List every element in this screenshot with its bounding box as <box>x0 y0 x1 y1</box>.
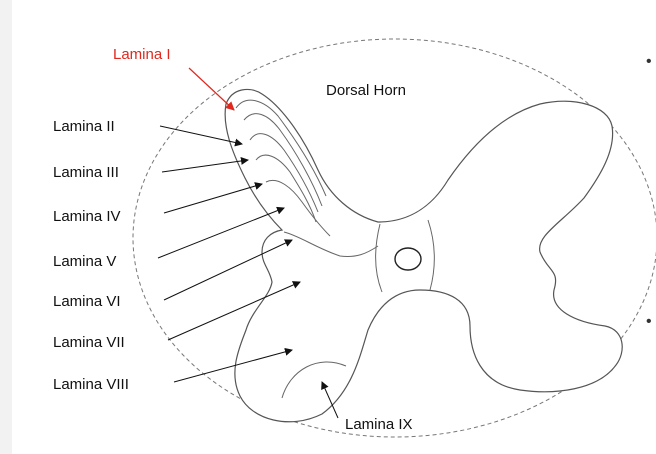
label-lamina-4: Lamina IV <box>53 208 121 225</box>
lamina-contour-2 <box>243 113 323 207</box>
arrow-lamina-1 <box>188 67 235 111</box>
arrow-lamina-8 <box>173 347 293 383</box>
lamina-contour-5 <box>265 180 331 237</box>
label-lamina-2: Lamina II <box>53 118 115 135</box>
diagram-title: Dorsal Horn <box>326 82 406 99</box>
label-lamina-3: Lamina III <box>53 164 119 181</box>
commissure-left <box>375 223 383 293</box>
label-lamina-6: Lamina VI <box>53 293 121 310</box>
arrow-lamina-5 <box>157 206 285 259</box>
label-lamina-7: Lamina VII <box>53 334 125 351</box>
label-lamina-8: Lamina VIII <box>53 376 129 393</box>
arrow-lamina-4 <box>163 182 263 214</box>
bullet-1: • <box>646 53 652 70</box>
lamina-contour-1 <box>235 99 327 197</box>
lamina-contour-3 <box>249 133 319 213</box>
commissure-right <box>427 219 435 291</box>
central-canal <box>394 247 422 271</box>
label-lamina-9: Lamina IX <box>345 416 413 433</box>
lamina-contour-6 <box>283 231 379 257</box>
bullet-2: • <box>646 313 652 330</box>
lamina-contour-4 <box>255 154 317 223</box>
arrow-lamina-7 <box>167 281 301 341</box>
arrow-lamina-3 <box>161 157 249 173</box>
lamina-ix-region <box>281 361 347 399</box>
arrow-lamina-2 <box>159 125 243 147</box>
arrow-lamina-6 <box>163 239 293 301</box>
grey-matter-outline <box>224 88 623 423</box>
arrow-lamina-9 <box>321 381 339 419</box>
label-lamina-1: Lamina I <box>113 46 171 63</box>
label-lamina-5: Lamina V <box>53 253 116 270</box>
